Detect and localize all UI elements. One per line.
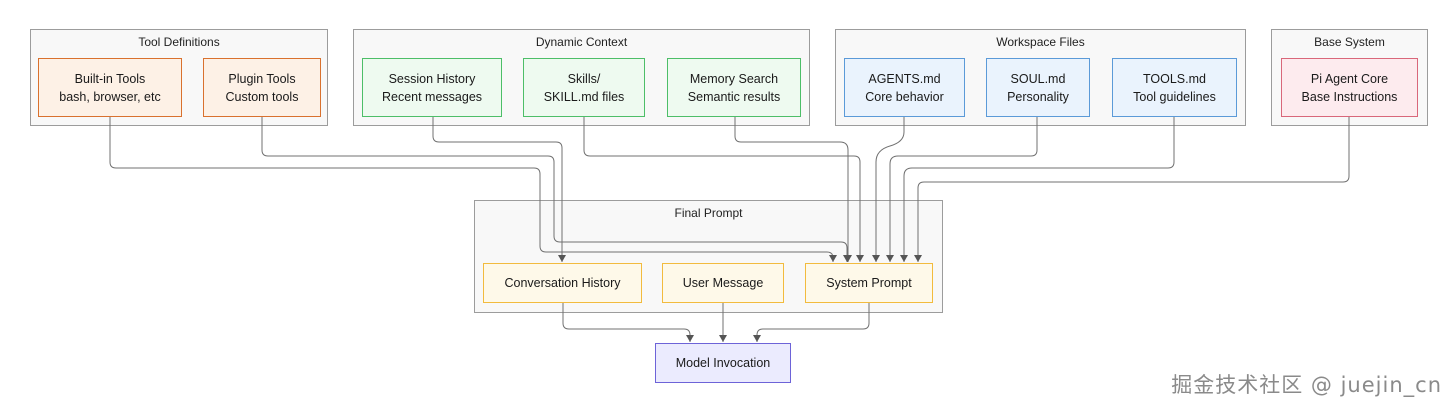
node-soul-md[interactable]: SOUL.md Personality	[986, 58, 1090, 117]
node-builtin-tools[interactable]: Built-in Tools bash, browser, etc	[38, 58, 182, 117]
group-title: Base System	[1314, 35, 1385, 49]
node-tools-md[interactable]: TOOLS.md Tool guidelines	[1112, 58, 1237, 117]
node-subtitle: Tool guidelines	[1133, 89, 1216, 104]
node-title: AGENTS.md	[868, 71, 941, 86]
node-pi-agent-core[interactable]: Pi Agent Core Base Instructions	[1281, 58, 1418, 117]
node-plugin-tools[interactable]: Plugin Tools Custom tools	[203, 58, 321, 117]
watermark: 掘金技术社区 @ juejin_cn	[1171, 373, 1442, 397]
node-title: User Message	[682, 276, 764, 290]
node-subtitle: Semantic results	[687, 89, 781, 104]
node-title: Conversation History	[504, 276, 621, 290]
node-subtitle: Custom tools	[225, 89, 299, 104]
edge-tools-to-system	[900, 117, 1175, 262]
node-title: Memory Search	[689, 71, 779, 86]
node-title: Plugin Tools	[228, 71, 296, 86]
node-title: Session History	[388, 71, 476, 86]
node-memory-search[interactable]: Memory Search Semantic results	[667, 58, 801, 117]
node-subtitle: bash, browser, etc	[59, 89, 161, 104]
node-agents-md[interactable]: AGENTS.md Core behavior	[844, 58, 965, 117]
node-title: Model Invocation	[675, 356, 771, 370]
group-title: Final Prompt	[674, 206, 743, 220]
node-subtitle: Core behavior	[865, 89, 944, 104]
node-subtitle: Recent messages	[381, 89, 483, 104]
node-skills[interactable]: Skills/ SKILL.md files	[523, 58, 645, 117]
node-subtitle: SKILL.md files	[543, 89, 625, 104]
node-title: SOUL.md	[1010, 71, 1066, 86]
group-title: Workspace Files	[996, 35, 1085, 49]
node-title: System Prompt	[826, 276, 912, 290]
node-subtitle: Personality	[1007, 89, 1069, 104]
node-title: TOOLS.md	[1143, 71, 1206, 86]
node-conversation-history[interactable]: Conversation History	[483, 263, 642, 303]
group-title: Tool Definitions	[138, 35, 220, 49]
node-title: Skills/	[567, 71, 601, 86]
node-user-message[interactable]: User Message	[662, 263, 784, 303]
node-title: Built-in Tools	[74, 71, 146, 86]
node-subtitle: Base Instructions	[1301, 89, 1398, 104]
node-system-prompt[interactable]: System Prompt	[805, 263, 933, 303]
group-title: Dynamic Context	[535, 35, 628, 49]
edge-core-to-system	[914, 117, 1350, 262]
node-session-history[interactable]: Session History Recent messages	[362, 58, 502, 117]
node-title: Pi Agent Core	[1310, 71, 1389, 86]
node-model-invocation[interactable]: Model Invocation	[655, 343, 791, 383]
